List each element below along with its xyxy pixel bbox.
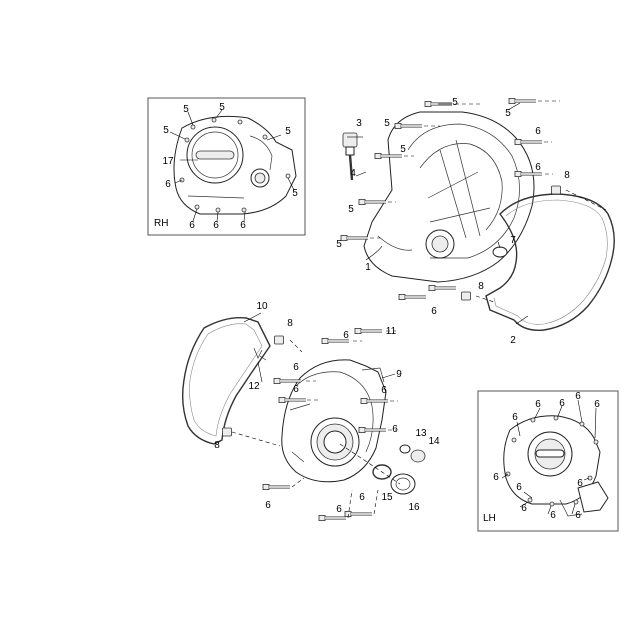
bolt-r5f [339, 233, 370, 243]
l-6a: 6 [343, 330, 349, 341]
rh-6c: 6 [213, 220, 219, 231]
r-5b: 5 [505, 108, 511, 119]
bolt-r6a [513, 137, 544, 147]
rh-5a: 5 [183, 104, 189, 115]
lh-6i: 6 [550, 510, 556, 521]
r-5e: 5 [348, 204, 354, 215]
bolt-l6f [261, 482, 292, 492]
dowel-l8a [274, 335, 284, 345]
l-6b: 6 [293, 362, 299, 373]
bolt-l6g [317, 513, 348, 523]
l-12: 12 [248, 381, 260, 392]
rh-6a: 6 [165, 179, 171, 190]
r-2: 2 [510, 335, 516, 346]
rh-6d: 6 [240, 220, 246, 231]
lh-6b: 6 [535, 399, 541, 410]
r-6b: 6 [535, 162, 541, 173]
lh-6a: 6 [512, 412, 518, 423]
inset-lh-tag: LH [483, 513, 496, 524]
r-8a: 8 [564, 170, 570, 181]
r-5c: 5 [384, 118, 390, 129]
l-6h: 6 [359, 492, 365, 503]
rh-cover-1 [363, 111, 535, 283]
l-15: 15 [381, 492, 393, 503]
bolt-l6h [343, 509, 374, 519]
r-5a: 5 [452, 97, 458, 108]
l-6g: 6 [336, 504, 342, 515]
r-6a: 6 [535, 126, 541, 137]
inset-rh-logo [195, 150, 235, 160]
lh-6k: 6 [577, 478, 583, 489]
r-4: 4 [350, 168, 356, 179]
r-5f: 5 [336, 239, 342, 250]
inset-rh-cover-drawing [169, 109, 297, 222]
gasket-2 [485, 193, 615, 331]
inset-rh: 5 5 5 5 5 17 6 6 6 6 RH [147, 97, 306, 236]
bolt-r5b [507, 96, 538, 106]
lh-6d: 6 [575, 391, 581, 402]
l-8b: 8 [214, 440, 220, 451]
bolt-r6d [427, 283, 458, 293]
l-13: 13 [415, 428, 427, 439]
plug-14 [410, 449, 426, 463]
l-16: 16 [408, 502, 420, 513]
lh-6c: 6 [559, 398, 565, 409]
l-10: 10 [256, 301, 268, 312]
l-6e: 6 [392, 424, 398, 435]
lh-6f: 6 [493, 472, 499, 483]
lh-cover-assembly [181, 312, 426, 523]
oring-13 [399, 444, 411, 454]
bolt-r5e [357, 197, 388, 207]
inset-lh-cover-drawing [501, 399, 609, 517]
rh-5b: 5 [219, 102, 225, 113]
l-11: 11 [386, 326, 397, 337]
r-1: 1 [365, 262, 371, 273]
dowel-r8b [461, 291, 471, 301]
rh-cover-assembly [339, 96, 615, 331]
r-5d: 5 [400, 144, 406, 155]
cap-16 [390, 473, 416, 495]
lh-6g: 6 [516, 482, 522, 493]
l-6f: 6 [265, 500, 271, 511]
rh-6b: 6 [189, 220, 195, 231]
l-14: 14 [428, 436, 440, 447]
r-7: 7 [510, 235, 516, 246]
oring-15 [372, 464, 392, 480]
dowel-l8b [222, 427, 232, 437]
dowel-r8a [551, 185, 561, 195]
r-8b: 8 [478, 281, 484, 292]
lh-6j: 6 [575, 510, 581, 521]
l-8a: 8 [287, 318, 293, 329]
l-9: 9 [396, 369, 402, 380]
r-6c: 6 [431, 306, 437, 317]
inset-lh-frame [477, 390, 619, 532]
clip-12 [253, 347, 267, 361]
rh-5e: 5 [292, 188, 298, 199]
rh-5c: 5 [163, 125, 169, 136]
lh-6e: 6 [594, 399, 600, 410]
oil-filler-cap-3 [342, 132, 358, 181]
inset-lh: 6 6 6 6 6 6 6 6 6 6 6 LH [477, 390, 619, 532]
bolt-r6c [397, 292, 428, 302]
bolt-l11 [353, 326, 384, 336]
l-6c: 6 [293, 384, 299, 395]
r-3: 3 [356, 118, 362, 129]
lh-6h: 6 [521, 503, 527, 514]
rh-5d: 5 [285, 126, 291, 137]
inset-rh-frame [147, 97, 306, 236]
inset-rh-tag: RH [154, 218, 168, 229]
gasket-10 [181, 317, 271, 445]
l-6d: 6 [381, 385, 387, 396]
rh-17: 17 [162, 156, 174, 167]
oring-7 [492, 246, 508, 258]
